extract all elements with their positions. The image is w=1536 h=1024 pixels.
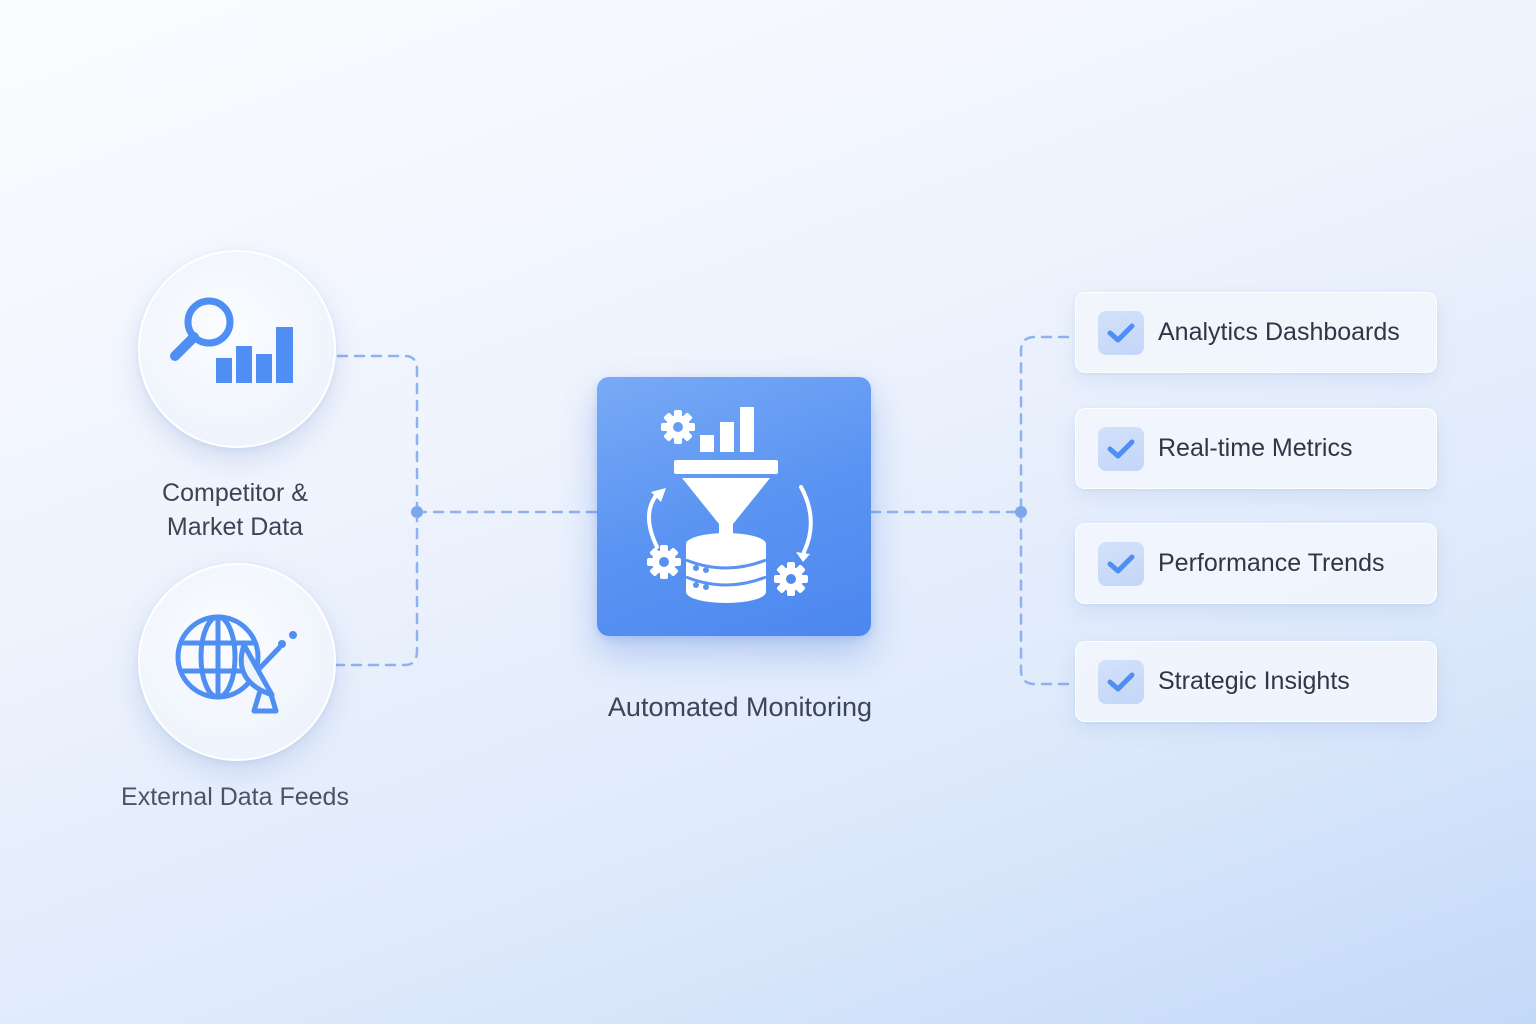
funnel-database-gears-icon <box>647 406 813 603</box>
source-external-node <box>138 563 336 761</box>
junction-dot-right <box>1015 506 1027 518</box>
source-competitor-label: Competitor & Market Data <box>162 479 308 541</box>
connector-external <box>333 510 419 667</box>
output-label: Analytics Dashboards <box>1158 318 1400 346</box>
junction-dot-left <box>411 506 423 518</box>
check-icon <box>1107 672 1135 691</box>
automated-monitoring-hub <box>597 377 871 636</box>
output-card-strategic-insights: Strategic Insights <box>1075 641 1437 722</box>
checkbox <box>1098 541 1144 586</box>
checkbox <box>1098 426 1144 471</box>
output-card-analytics-dashboards: Analytics Dashboards <box>1075 292 1437 373</box>
check-icon <box>1107 439 1135 458</box>
hub-label: Automated Monitoring <box>607 692 873 722</box>
magnifier-bar-chart-icon <box>170 297 293 383</box>
checkbox <box>1098 310 1144 355</box>
output-label: Strategic Insights <box>1158 667 1350 695</box>
connector-output-top <box>1019 335 1070 514</box>
output-label: Real-time Metrics <box>1158 434 1353 462</box>
connector-competitor <box>336 354 419 514</box>
check-icon <box>1107 554 1135 573</box>
checkbox <box>1098 659 1144 704</box>
globe-satellite-dish-icon <box>175 614 297 714</box>
check-icon <box>1107 323 1135 342</box>
output-label: Performance Trends <box>1158 549 1385 577</box>
source-external-label: External Data Feeds <box>121 783 349 811</box>
connector-output-bottom <box>1019 510 1070 686</box>
output-card-real-time-metrics: Real-time Metrics <box>1075 408 1437 489</box>
output-card-performance-trends: Performance Trends <box>1075 523 1437 604</box>
source-competitor-node <box>138 250 336 448</box>
